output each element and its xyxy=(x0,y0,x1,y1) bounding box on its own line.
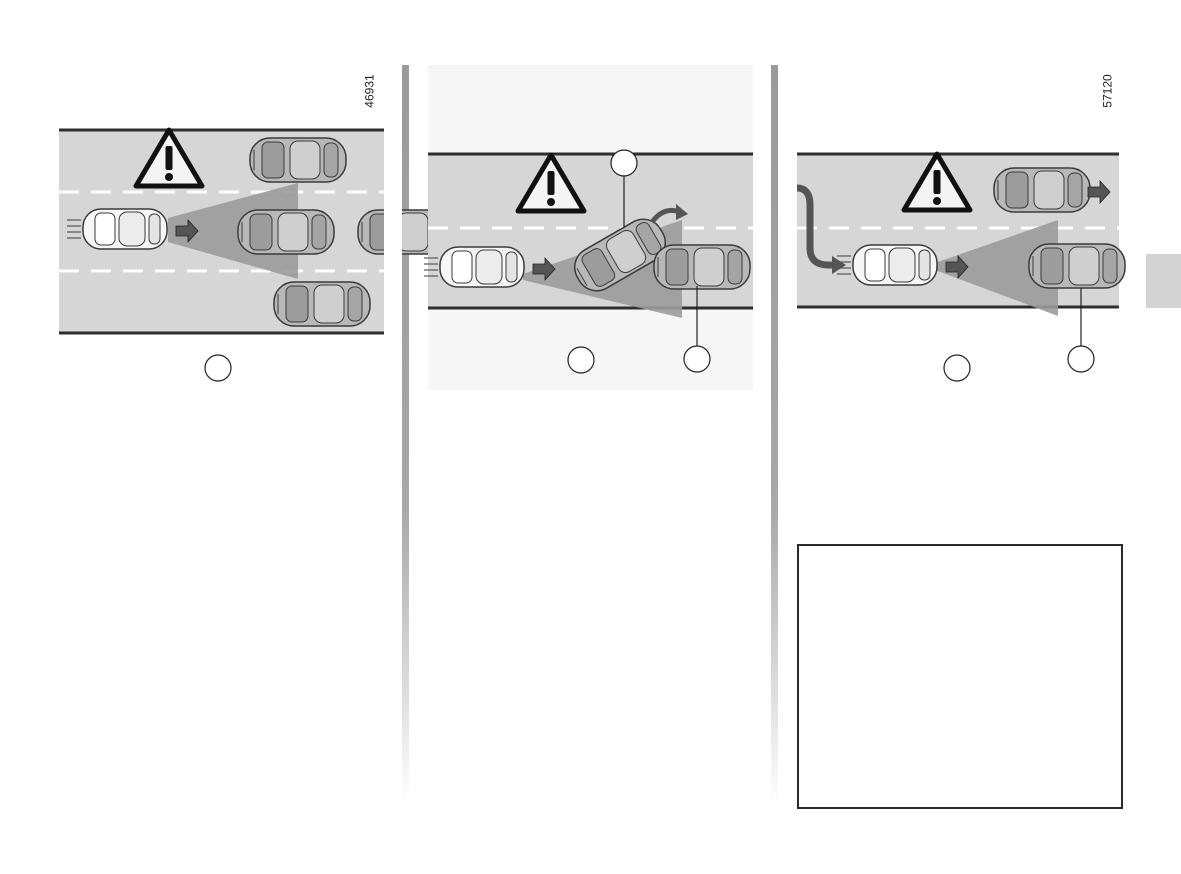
column-divider-left xyxy=(402,65,409,805)
callout-circle-3a xyxy=(1067,345,1095,373)
figure-2-cut-in xyxy=(423,65,753,390)
column-divider-right xyxy=(771,65,778,805)
lane-change-arrow-icon xyxy=(796,184,834,269)
callout-circle-3b xyxy=(943,354,971,382)
car-grey-front-1 xyxy=(237,209,335,255)
callout-circle-2b xyxy=(683,345,711,373)
car-grey-top-3 xyxy=(993,167,1091,213)
radar-beam-1 xyxy=(168,183,298,279)
callout-circle-2a xyxy=(610,149,638,177)
car-grey-top-1 xyxy=(249,137,347,183)
car-grey-bottom-1 xyxy=(273,281,371,327)
figure-3-lane-change xyxy=(796,154,1126,382)
radar-beam-3 xyxy=(935,220,1058,316)
figure-1-traffic-jam xyxy=(59,120,455,382)
note-box xyxy=(797,544,1123,809)
callout-circle-1 xyxy=(204,354,232,382)
side-tab xyxy=(1146,254,1181,308)
car-grey-front-2 xyxy=(653,244,751,290)
callout-circle-2c xyxy=(567,346,595,374)
edge-mask-right-1 xyxy=(384,120,402,340)
car-grey-front-3 xyxy=(1028,243,1126,289)
